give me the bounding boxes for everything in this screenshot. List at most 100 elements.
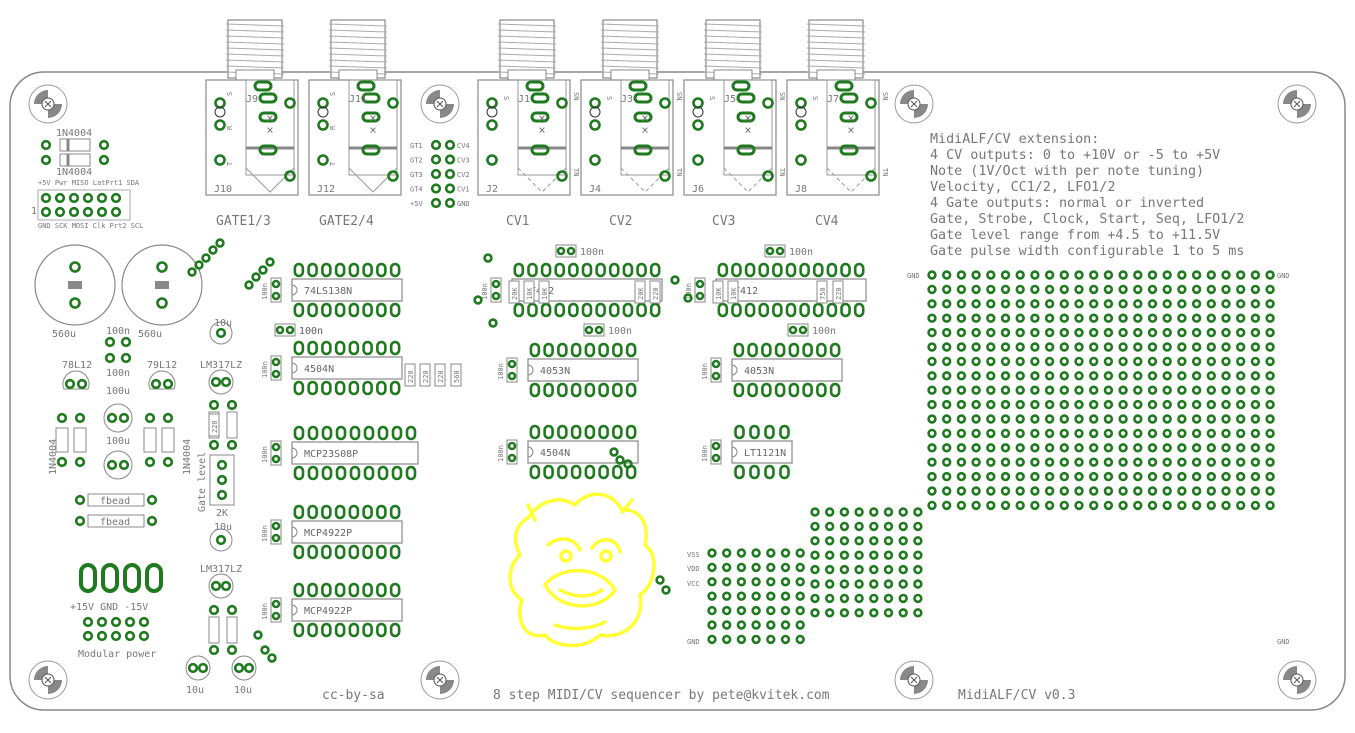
proto-pad <box>1118 471 1128 482</box>
pad <box>98 139 110 151</box>
cap-label: 100n <box>261 283 269 300</box>
pad <box>444 168 456 180</box>
elcap-label: 560u <box>138 329 162 340</box>
pad <box>271 454 281 464</box>
proto-pad <box>1000 457 1011 467</box>
proto-pad <box>1000 385 1011 395</box>
proto-pad <box>1191 486 1202 496</box>
power-labels: +15V GND -15V <box>70 602 148 613</box>
proto-pad <box>1191 327 1202 338</box>
proto-pad <box>1235 399 1246 410</box>
pad <box>271 291 281 301</box>
proto-pad <box>1206 414 1217 424</box>
proto-pad <box>1162 428 1172 439</box>
proto-pad <box>1177 385 1187 395</box>
pad <box>271 369 281 379</box>
proto-pad <box>1044 299 1055 309</box>
proto-pad <box>1177 356 1187 367</box>
svg-text:×: × <box>266 111 273 125</box>
proto-pad <box>1000 486 1011 496</box>
pad <box>68 192 80 204</box>
jack-ref-label: J6 <box>692 184 704 195</box>
pad <box>82 616 94 628</box>
pad <box>208 439 220 451</box>
mounting-hole <box>28 84 68 124</box>
pad <box>82 630 94 642</box>
pin-label: T <box>329 161 337 166</box>
proto-pad <box>1030 399 1040 410</box>
proto-pad <box>971 414 981 424</box>
pad <box>284 97 296 109</box>
pad <box>387 97 399 109</box>
proto-pad <box>898 564 908 575</box>
cap-label: 100n <box>261 446 269 463</box>
jack-ref-label: J9 <box>246 94 258 105</box>
proto-pad <box>1250 327 1261 338</box>
proto-pad <box>956 313 967 323</box>
pad <box>430 154 442 165</box>
proto-pad <box>251 272 261 282</box>
pad <box>106 412 118 424</box>
proto-pad <box>1235 313 1246 323</box>
cap-label: 100n <box>789 247 813 258</box>
proto-pad <box>839 550 850 560</box>
pad <box>444 139 456 151</box>
proto-pad <box>1088 457 1099 467</box>
proto-pad <box>839 579 850 589</box>
proto-pad <box>1059 500 1070 511</box>
pad <box>156 261 168 273</box>
info-line: MidiALF/CV extension: <box>930 132 1099 147</box>
proto-pad <box>1162 486 1172 496</box>
cap-label: 100n <box>299 326 323 337</box>
proto-pad <box>1133 399 1143 410</box>
proto-pad <box>1118 356 1128 367</box>
proto-pad <box>1044 486 1055 496</box>
proto-pad <box>1103 428 1114 439</box>
oval-pad <box>839 111 859 123</box>
pad <box>144 456 156 468</box>
svg-text:×: × <box>744 123 751 137</box>
pad <box>74 515 86 527</box>
proto-pad <box>971 299 981 309</box>
proto-pad <box>1162 385 1172 395</box>
pad <box>659 97 671 109</box>
proto-pad <box>473 295 483 305</box>
proto-pad <box>898 521 908 532</box>
proto-pad <box>869 564 879 575</box>
proto-pad <box>1147 371 1158 381</box>
proto-pad <box>1250 486 1261 496</box>
cap-label: 100u <box>106 436 130 447</box>
proto-pad <box>1030 313 1040 323</box>
pad <box>692 154 704 166</box>
proto-pad <box>1177 399 1187 410</box>
proto-pad <box>869 521 879 532</box>
proto-pad <box>1074 342 1084 352</box>
proto-pad <box>1103 371 1114 381</box>
ldo-label: LM317LZ <box>200 564 242 575</box>
pad <box>220 580 232 592</box>
proto-pad <box>670 275 680 285</box>
proto-pad <box>941 443 952 453</box>
proto-pad <box>721 548 732 558</box>
proto-pad <box>1030 270 1040 280</box>
proto-pad <box>971 284 981 295</box>
proto-pad <box>1118 299 1128 309</box>
resistor: 560 <box>450 363 462 387</box>
proto-pad <box>766 634 776 645</box>
proto-pad <box>258 265 268 275</box>
proto-pad <box>1162 399 1172 410</box>
proto-pad <box>1030 443 1040 453</box>
proto-pad <box>824 579 835 589</box>
oval-pad <box>258 111 278 123</box>
proto-pad <box>1265 486 1275 496</box>
proto-pad <box>1074 385 1084 395</box>
jack-caption: CV3 <box>712 214 735 229</box>
proto-pad <box>986 342 996 352</box>
proto-pad <box>839 608 850 618</box>
ic-label: 4504N <box>304 364 334 375</box>
proto-pad <box>941 428 952 439</box>
proto-pad <box>1059 443 1070 453</box>
proto-pad <box>1250 356 1261 367</box>
proto-pad <box>1265 327 1275 338</box>
